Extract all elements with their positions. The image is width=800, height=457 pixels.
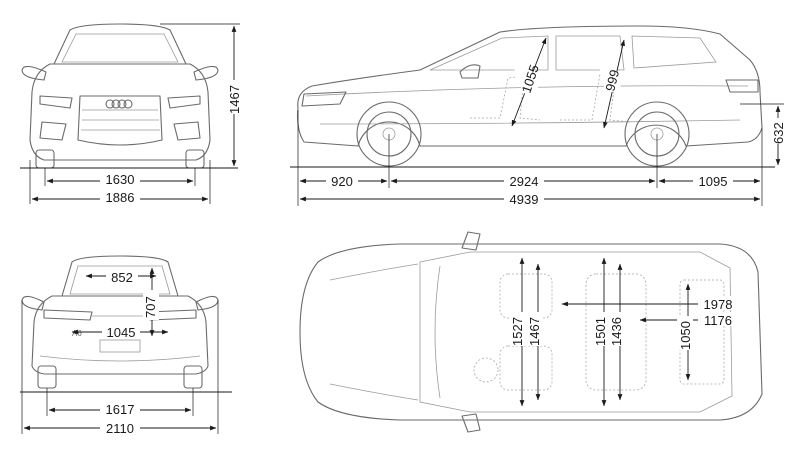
side-view-car	[297, 25, 763, 167]
load-width-label: 1045	[107, 325, 136, 340]
cargo-length-label: 1176	[704, 313, 732, 328]
front-view: 1467 1630 1886	[20, 23, 242, 205]
rear-overhang-label: 1095	[699, 174, 728, 189]
rear-track-label: 1617	[106, 402, 135, 417]
overall-length-label: 4939	[510, 192, 539, 207]
cargo-length-folded-label: 1978	[704, 297, 733, 312]
wheelbase-label: 2924	[510, 174, 539, 189]
front-track-label: 1630	[106, 172, 135, 187]
width-incl-mirrors-label: 2110	[106, 421, 134, 436]
front-elbow-width-label: 1527	[510, 317, 525, 346]
rear-headroom-label: 999	[602, 68, 622, 93]
rear-view: A6 852 707 1045 1617 2110	[20, 255, 232, 436]
front-view-car	[21, 23, 219, 169]
cargo-width-label: 1050	[678, 321, 693, 350]
loading-lip-height-label: 632	[771, 122, 786, 144]
rear-model-badge: A6	[72, 329, 82, 338]
side-view: 1055 999 632 920 2924 1095 4939	[290, 25, 787, 207]
top-view: 1527 1467 1501 1436 1978 1176 1050	[299, 231, 763, 433]
overall-height-label: 1467	[227, 85, 242, 114]
rear-elbow-width-label: 1501	[593, 317, 608, 346]
front-overhang-label: 920	[331, 174, 353, 189]
front-shoulder-width-label: 1467	[527, 317, 542, 346]
rear-shoulder-width-label: 1436	[609, 317, 624, 346]
trunk-opening-height-label: 707	[143, 296, 158, 318]
trunk-opening-width-label: 852	[111, 270, 133, 285]
overall-width-label: 1886	[106, 190, 135, 205]
